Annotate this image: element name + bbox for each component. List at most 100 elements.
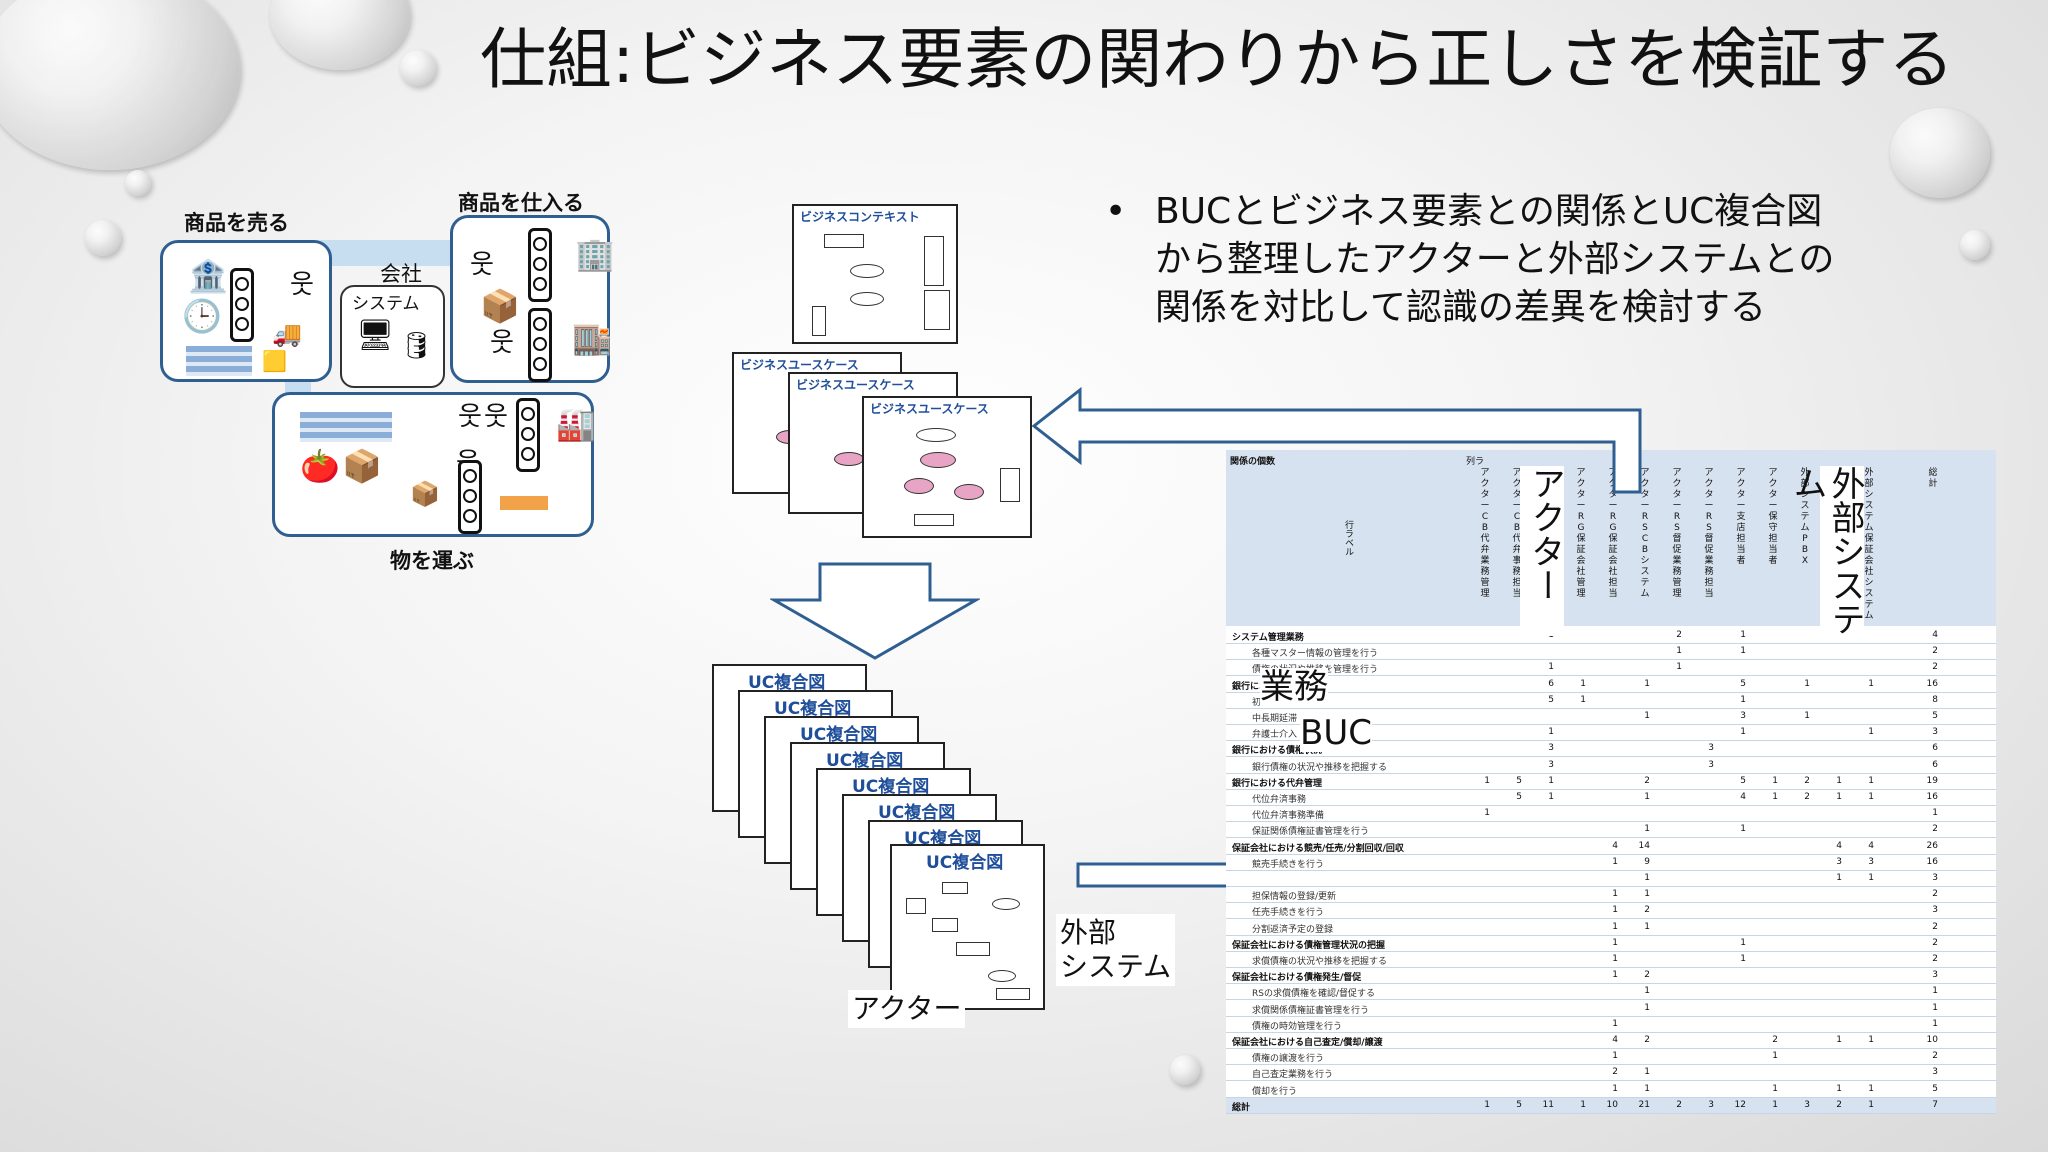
cell-value: 9 — [1644, 856, 1650, 867]
cell-value: 10 — [1606, 1099, 1618, 1110]
diagram-shape — [916, 428, 956, 442]
cell-value: 2 — [1676, 630, 1682, 640]
water-drop — [1890, 108, 1990, 198]
cell-value: 5 — [1548, 694, 1554, 705]
transport-label: 物を運ぶ — [390, 549, 474, 573]
water-drop — [85, 220, 121, 256]
cell-value: 1 — [1612, 954, 1618, 964]
diagram-shape — [992, 898, 1020, 910]
cell-value: 8 — [1932, 694, 1938, 705]
cell-value: 1 — [1644, 986, 1650, 997]
person-icon: 웃 — [484, 402, 508, 432]
cell-value: 5 — [1516, 1099, 1522, 1110]
row-label: 中長期延滞 — [1252, 714, 1298, 724]
uc-composite-label: UC複合図 — [852, 777, 930, 797]
usecase-label: ビジネスユースケース — [796, 378, 915, 392]
cell-value: 1 — [1772, 775, 1778, 786]
diagram-shape — [924, 290, 950, 330]
row-label: 求償債権の状況や推移を把握する — [1252, 957, 1388, 967]
cell-value: 4 — [1612, 840, 1618, 851]
cell-value: 11 — [1542, 1099, 1554, 1110]
buc-callout: BUC — [1300, 713, 1372, 753]
cell-value: 1 — [1868, 775, 1874, 786]
row-label: 求償関係債権証書管理を行う — [1252, 1005, 1370, 1016]
cell-value: 3 — [1804, 1099, 1810, 1110]
flowchart-icon — [230, 268, 254, 342]
cell-value: 1 — [1868, 727, 1874, 738]
cell-value: 1 — [1676, 646, 1682, 657]
person-icon: 웃 — [470, 250, 494, 280]
buc-ellipse — [834, 452, 864, 466]
cell-value: 3 — [1708, 743, 1714, 754]
tomato-icon: 🍅 — [300, 447, 340, 485]
cell-value: 4 — [1868, 840, 1874, 851]
cell-value: 1 — [1612, 937, 1618, 948]
cell-value: 2 — [1836, 1099, 1842, 1110]
table-row: 債権の状況や推移を管理を行う112 — [1226, 660, 1996, 677]
cell-value: 3 — [1548, 743, 1554, 754]
row-label: 各種マスター情報の管理を行う — [1252, 649, 1379, 660]
company-label: 会社 — [380, 262, 422, 286]
building-icon: 🏬 — [572, 319, 612, 357]
cell-value: 1 — [1772, 1051, 1778, 1062]
diagram-shape — [924, 236, 944, 286]
cell-value: 4 — [1932, 630, 1938, 640]
cell-value: 1 — [1868, 1099, 1874, 1110]
cell-value: 1 — [1740, 954, 1746, 964]
bullet-text: BUCとビジネス要素との関係とUC複合図から整理したアクターと外部システムとの関… — [1155, 191, 1835, 328]
company-system-box — [340, 285, 445, 388]
down-arrow — [770, 562, 980, 660]
flowchart-icon — [458, 460, 482, 534]
cell-value: 3 — [1932, 727, 1938, 738]
cell-value: 3 — [1932, 905, 1938, 916]
cell-value: 5 — [1740, 775, 1746, 786]
diagram-shape — [850, 264, 884, 278]
cell-value: 5 — [1516, 792, 1522, 802]
table-row: システム管理業務1214 — [1226, 628, 1996, 644]
corner-label: 関係の個数 — [1230, 457, 1276, 467]
cell-value: 2 — [1772, 1035, 1778, 1045]
cell-value: 1 — [1740, 630, 1746, 640]
diagram-shape — [914, 514, 954, 526]
row-label: システム管理業務 — [1232, 633, 1304, 643]
cell-value: 1 — [1740, 727, 1746, 738]
cell-value: 4 — [1740, 792, 1746, 802]
cell-value: 5 — [1516, 775, 1522, 786]
external-system-vertical-callout: 外部システム — [1787, 466, 1865, 636]
diagram-shape — [812, 306, 826, 336]
cell-value: 1 — [1644, 792, 1650, 802]
cell-value: 1 — [1804, 678, 1810, 689]
actor-callout: アクター — [848, 990, 966, 1028]
context-label: ビジネスコンテキスト — [800, 210, 920, 224]
row-label: 保証会社における競売/任売/分割回収/回収 — [1232, 843, 1404, 854]
water-drop — [400, 50, 436, 86]
table-row: 銀行における債権管理61151116 — [1226, 677, 1996, 693]
water-drop — [125, 170, 151, 196]
uc-composite-label: UC複合図 — [774, 699, 852, 719]
cell-value: 1 — [1836, 1035, 1842, 1045]
return-arrow — [1031, 386, 1642, 494]
column-header: アクター 支店担当者 — [1736, 468, 1746, 566]
cell-value: 1 — [1740, 824, 1746, 835]
cell-value: 1 — [1644, 889, 1650, 900]
cell-value: 2 — [1932, 921, 1938, 932]
box-icon: 📦 — [480, 287, 520, 325]
row-label: 分割返済予定の登録 — [1252, 924, 1334, 935]
cell-value: 1 — [1868, 678, 1874, 689]
column-header: アクター 保守担当者 — [1768, 468, 1778, 566]
cell-value: 1 — [1740, 646, 1746, 657]
row-label: 代位弁済事務 — [1252, 795, 1307, 805]
cell-value: 2 — [1932, 1051, 1938, 1062]
cell-value: 2 — [1644, 970, 1650, 981]
cell-value: 1 — [1644, 1083, 1650, 1094]
table-icon — [300, 412, 392, 442]
row-label: 銀行債権の状況や推移を把握する — [1252, 762, 1388, 773]
cell-value: 1 — [1612, 905, 1618, 916]
row-label: 担保情報の登録/更新 — [1252, 892, 1337, 903]
